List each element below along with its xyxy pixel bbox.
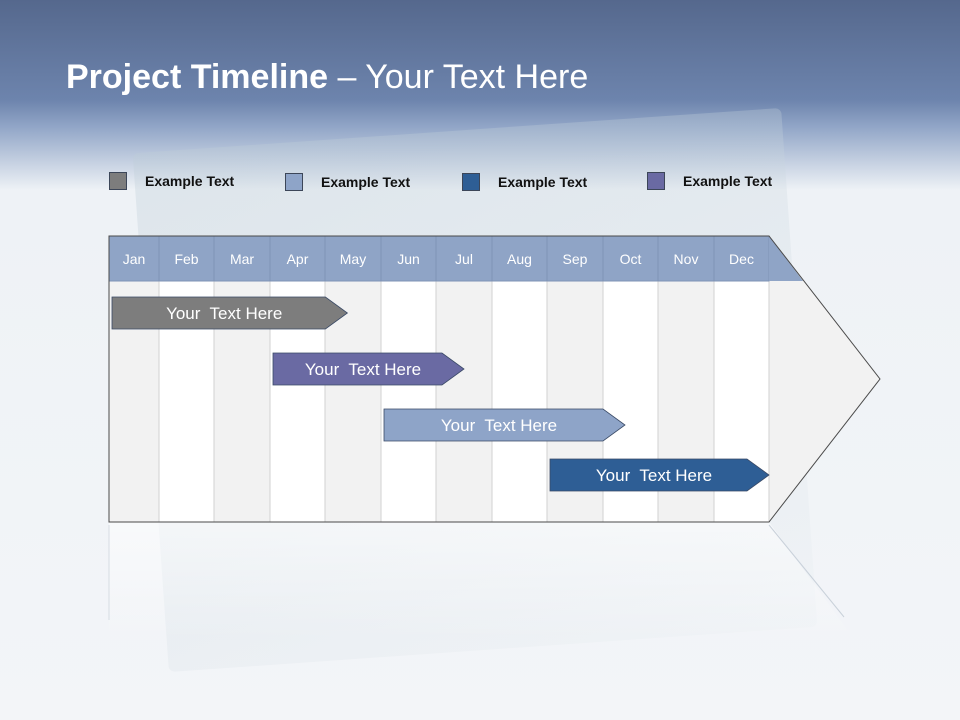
month-label: Jun [397, 251, 420, 267]
legend-item-1: Example Text [109, 171, 234, 191]
month-label: Aug [507, 251, 532, 267]
month-label: Jan [123, 251, 146, 267]
task-bar-label: Your Text Here [441, 416, 557, 435]
month-header-cell [435, 235, 493, 282]
month-column [380, 280, 437, 523]
chart-reflection [109, 522, 849, 640]
month-column [435, 280, 493, 523]
arrow-outline [108, 235, 881, 523]
slide-title: Project Timeline – Your Text Here [66, 58, 588, 97]
month-header-cell [546, 235, 604, 282]
month-header-cell [213, 235, 271, 282]
month-column [491, 280, 548, 523]
task-bar [272, 352, 465, 386]
legend-label-1: Example Text [145, 173, 235, 189]
month-label: Dec [729, 251, 754, 267]
legend-item-3: Example Text [462, 172, 587, 192]
legend-label-2: Example Text [321, 174, 411, 190]
legend-swatch-3 [462, 173, 480, 191]
task-bar-label: Your Text Here [596, 466, 712, 485]
task-bar [549, 458, 770, 492]
month-label: Mar [230, 251, 254, 267]
legend-swatch-1 [109, 172, 127, 190]
task-bar-label: Your Text Here [305, 360, 421, 379]
task-bar-label: Your Text Here [166, 304, 282, 323]
title-bold: Project Timeline [66, 58, 329, 96]
task-bar [383, 408, 626, 442]
legend-item-4: Example Text [647, 171, 772, 191]
month-label: Oct [620, 251, 642, 267]
reflection-edge-line [768, 524, 845, 618]
legend-label-4: Example Text [683, 173, 773, 189]
legend-label-3: Example Text [498, 174, 588, 190]
title-rest: – Your Text Here [328, 58, 589, 96]
month-label: May [340, 251, 366, 267]
month-label: Apr [287, 251, 309, 267]
legend-item-2: Example Text [285, 172, 410, 192]
month-label: Feb [174, 251, 198, 267]
task-bar [111, 296, 349, 330]
legend-swatch-4 [647, 172, 665, 190]
month-label: Jul [455, 251, 473, 267]
arrow-tip [769, 236, 880, 522]
legend-swatch-2 [285, 173, 303, 191]
month-header-cell [713, 235, 770, 282]
month-label: Nov [674, 251, 699, 267]
month-label: Sep [563, 251, 588, 267]
